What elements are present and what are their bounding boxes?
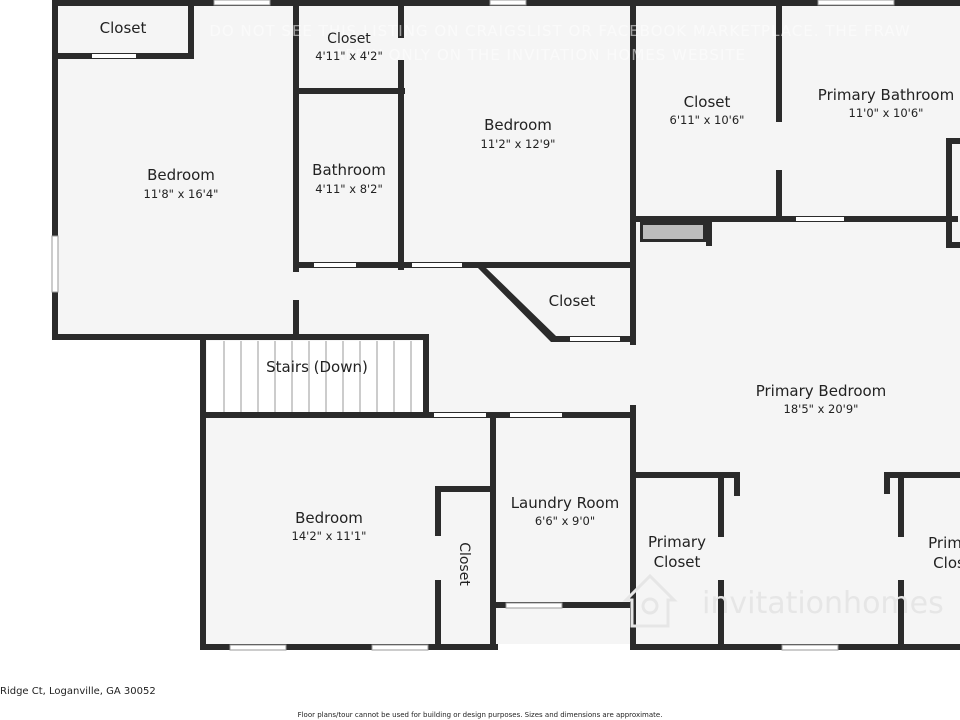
room-primary-bathroom-dim: 11'0" x 10'6" [849,106,924,120]
footer-address: Ridge Ct, Loganville, GA 30052 [0,686,156,697]
room-stairs-name: Stairs (Down) [266,358,368,376]
room-bathroom-dim: 4'11" x 8'2" [315,182,383,196]
room-bedroom-bottom-dim: 14'2" x 11'1" [292,529,367,543]
room-closet-vertical-name: Closet [456,542,472,586]
room-closet-small-name: Closet [327,31,371,47]
room-primary-closet-line1: Primary [648,533,706,551]
stairs-treads [207,341,429,413]
room-closet-right-name: Closet [684,93,731,111]
room-bedroom-left-name: Bedroom [147,166,215,184]
room-laundry-name: Laundry Room [511,494,620,512]
footer-disclaimer: Floor plans/tour cannot be used for buil… [297,711,663,719]
room-primary-closet-line2: Closet [654,553,701,571]
logo-text: invitationhomes [702,586,944,621]
room-closet-hall-name: Closet [549,292,596,310]
room-primary-bathroom-name: Primary Bathroom [818,86,954,104]
room-primary-closet-2-line1: Prim [928,534,960,552]
watermark-line-2: APPLY ONLY ON THE INVITATION HOMES WEBSI… [334,46,746,64]
floor-fills [57,0,960,645]
brand-logo: invitationhomes [622,573,944,628]
room-closet-topleft-name: Closet [100,19,147,37]
door-openings [92,54,844,417]
room-closet-right-dim: 6'11" x 10'6" [670,113,745,127]
room-bedroom-center-dim: 11'2" x 12'9" [481,137,556,151]
room-bedroom-center-name: Bedroom [484,116,552,134]
room-primary-bedroom-name: Primary Bedroom [756,382,887,400]
room-bedroom-left-dim: 11'8" x 16'4" [144,187,219,201]
watermark-line-1: DO NOT SEE THIS LISTING ON CRAIGSLIST OR… [209,22,910,40]
room-laundry-dim: 6'6" x 9'0" [535,514,595,528]
room-bedroom-bottom-name: Bedroom [295,509,363,527]
room-bathroom-name: Bathroom [312,161,386,179]
room-closet-small-dim: 4'11" x 4'2" [315,49,383,63]
windows [51,0,895,651]
house-icon [622,573,678,628]
room-primary-bedroom-dim: 18'5" x 20'9" [784,402,859,416]
room-primary-closet-2-line2: Clos [933,554,960,572]
room-labels: Closet Closet 4'11" x 4'2" Bedroom 11'8"… [100,19,960,586]
